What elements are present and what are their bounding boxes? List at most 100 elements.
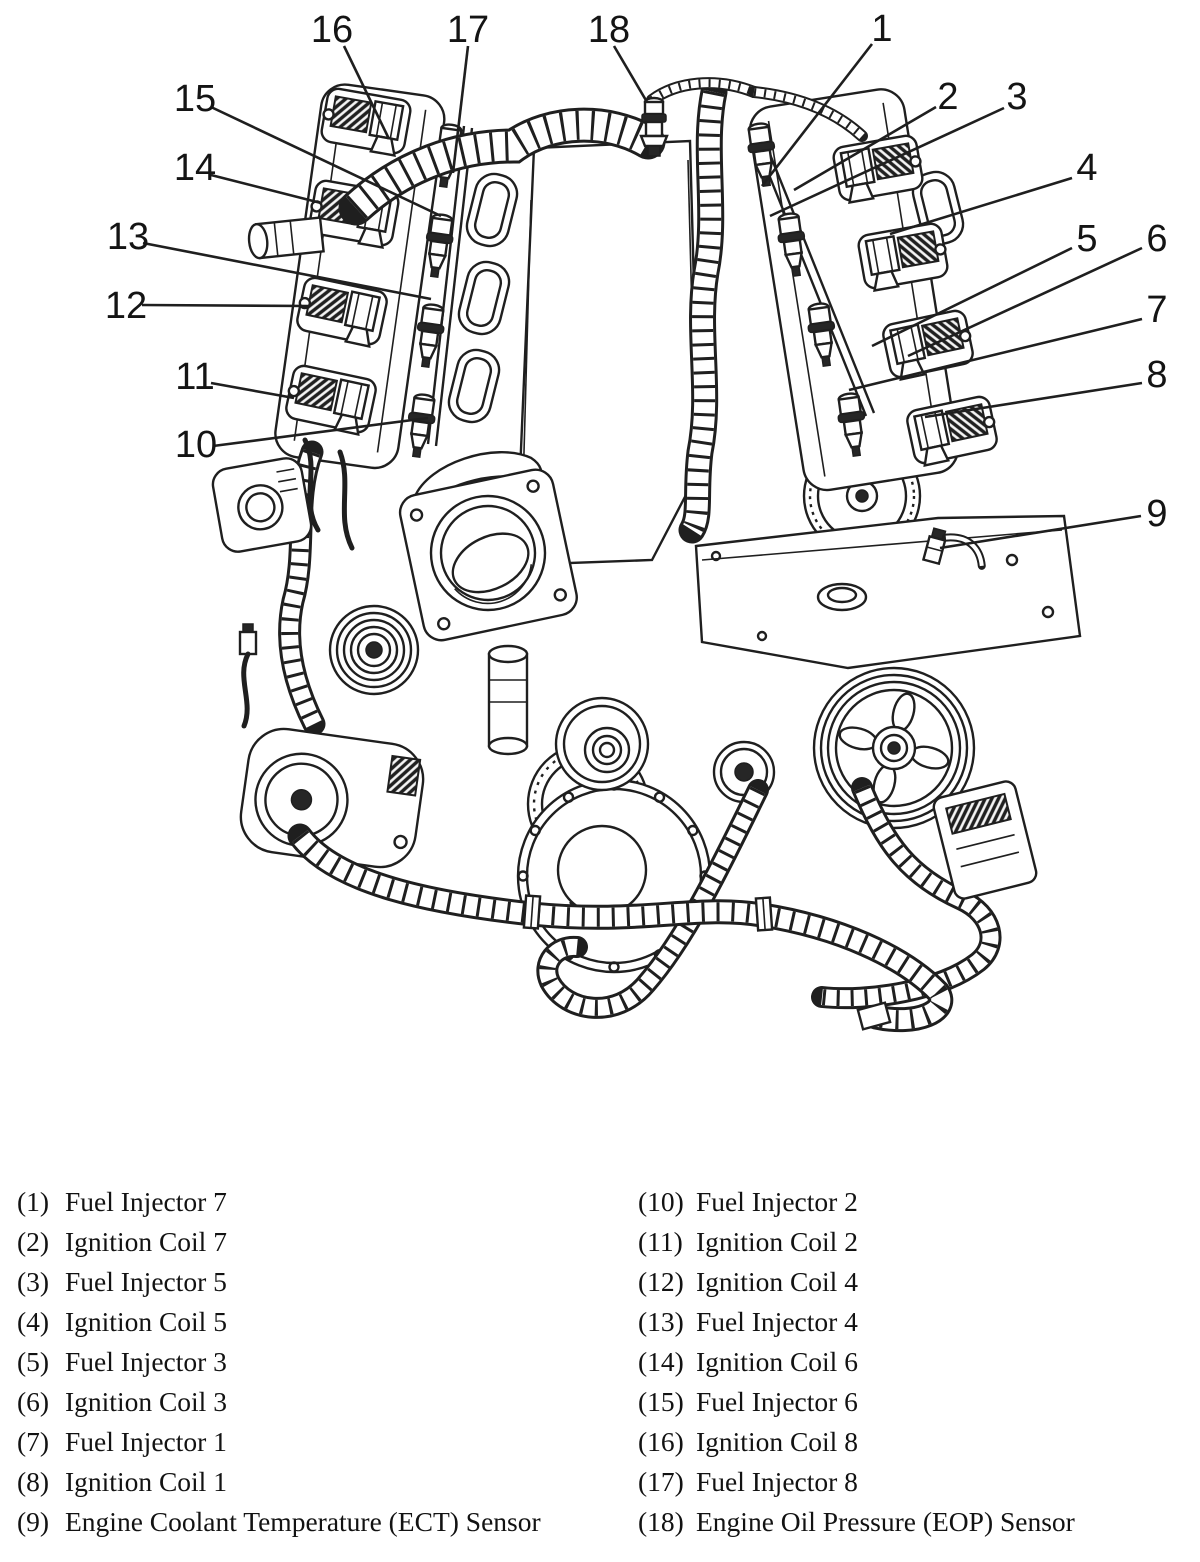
leader-line-7: [848, 317, 1143, 392]
legend-label: Fuel Injector 1: [65, 1426, 227, 1457]
leader-line-4: [889, 176, 1073, 236]
legend-item-4: (4)Ignition Coil 5: [17, 1306, 621, 1346]
legend-item-11: (11)Ignition Coil 2: [638, 1226, 1198, 1266]
legend-label: Fuel Injector 3: [65, 1346, 227, 1377]
valve-cover-gasket: [461, 168, 523, 252]
engine-diagram-figure: 1 2 3 4 5 6 7 8 9 10 11 12 13 14 15 16 1…: [105, 8, 1168, 1160]
legend-item-8: (8)Ignition Coil 1: [17, 1466, 621, 1506]
callout-number-12: 12: [105, 285, 147, 327]
legend-label: Ignition Coil 5: [65, 1306, 227, 1337]
legend-number: (2): [17, 1226, 50, 1257]
legend-item-14: (14) Ignition Coil 6: [638, 1346, 1198, 1386]
leader-line-16: [342, 45, 391, 140]
legend-label: Ignition Coil 6: [696, 1346, 858, 1377]
front-bracket-plate: [694, 514, 1082, 670]
legend-number: (17): [638, 1466, 684, 1497]
callout-number-11: 11: [175, 356, 214, 398]
left-pulley: [328, 604, 420, 696]
callout-number-7: 7: [1146, 289, 1167, 331]
legend-item-7: (7) Fuel Injector 1: [17, 1426, 621, 1466]
legend-item-15: (15)Fuel Injector 6: [638, 1386, 1198, 1426]
callout-number-15: 15: [174, 78, 216, 120]
legend-number: (12): [638, 1266, 684, 1297]
legend-number: (13): [638, 1306, 684, 1337]
legend-item-13: (13) Fuel Injector 4: [638, 1306, 1198, 1346]
legend-label: Fuel Injector 7: [65, 1186, 227, 1217]
leader-line-8: [924, 381, 1143, 419]
callout-number-16: 16: [311, 9, 353, 51]
leader-line-9: [939, 514, 1142, 550]
harness-module: [932, 780, 1038, 900]
callout-number-18: 18: [588, 9, 630, 51]
legend-label: Ignition Coil 3: [65, 1386, 227, 1417]
legend-label: Engine Coolant Temperature (ECT) Sensor: [65, 1506, 541, 1537]
callout-number-13: 13: [107, 216, 149, 258]
legend-number: (3): [17, 1266, 50, 1297]
legend-label: Fuel Injector 4: [696, 1306, 858, 1337]
engine-drawing: [211, 81, 1082, 1029]
legend-number: (6): [17, 1386, 50, 1417]
callout-number-1: 1: [871, 8, 892, 50]
valve-cover-gasket: [443, 344, 505, 428]
leader-line-10: [212, 416, 429, 448]
leader-line-15: [210, 105, 442, 218]
callout-number-9: 9: [1146, 493, 1167, 535]
leader-line-6: [907, 246, 1143, 358]
legend-item-16: (16) Ignition Coil 8: [638, 1426, 1198, 1466]
legend-item-3: (3) Fuel Injector 5: [17, 1266, 621, 1306]
harness-connector: [238, 623, 258, 729]
leader-line-3: [769, 106, 1005, 218]
water-outlet: [487, 644, 529, 756]
legend-label: Ignition Coil 7: [65, 1226, 227, 1257]
right-fuel-rail: [753, 136, 876, 417]
leader-line-5: [871, 246, 1073, 348]
legend-item-1: (1)Fuel Injector 7: [17, 1186, 621, 1226]
callout-number-2: 2: [937, 76, 958, 118]
leader-line-18: [612, 45, 649, 103]
eop-sensor: [639, 96, 669, 157]
legend: (1)Fuel Injector 7 (2) Ignition Coil 7 (3…: [0, 1186, 1200, 1562]
fuel-injector-2: [402, 391, 440, 460]
callout-leader-lines: [141, 43, 1143, 550]
leader-line-1: [760, 43, 874, 187]
callout-number-14: 14: [174, 147, 216, 189]
leader-line-11: [210, 381, 295, 400]
leader-line-17: [451, 45, 470, 174]
legend-column-left: (1)Fuel Injector 7 (2) Ignition Coil 7 (3…: [17, 1186, 621, 1546]
leader-line-14: [210, 173, 322, 205]
leader-line-2: [793, 105, 937, 192]
leader-line-13: [142, 241, 432, 301]
legend-number: (8): [17, 1466, 50, 1497]
wiring-harness: [300, 788, 991, 1029]
legend-number: (11): [638, 1226, 683, 1257]
legend-item-17: (17)Fuel Injector 8: [638, 1466, 1198, 1506]
water-pump-hub: [554, 696, 650, 792]
legend-number: (14): [638, 1346, 684, 1377]
callout-number-3: 3: [1006, 76, 1027, 118]
legend-item-9: (9) Engine Coolant Temperature (ECT) Sens…: [17, 1506, 621, 1546]
left-bracket: [211, 457, 313, 553]
legend-number: (9): [17, 1506, 50, 1537]
small-hose: [337, 449, 355, 551]
small-hose: [302, 437, 321, 533]
legend-label: Ignition Coil 8: [696, 1426, 858, 1457]
legend-number: (16): [638, 1426, 684, 1457]
callout-number-5: 5: [1076, 218, 1097, 260]
legend-item-6: (6) Ignition Coil 3: [17, 1386, 621, 1426]
leader-line-12: [141, 303, 310, 308]
callout-number-8: 8: [1146, 354, 1167, 396]
legend-item-12: (12) Ignition Coil 4: [638, 1266, 1198, 1306]
legend-item-10: (10)Fuel Injector 2: [638, 1186, 1198, 1226]
legend-label: Fuel Injector 5: [65, 1266, 227, 1297]
callout-number-6: 6: [1146, 218, 1167, 260]
legend-item-2: (2) Ignition Coil 7: [17, 1226, 621, 1266]
legend-label: Ignition Coil 4: [696, 1266, 858, 1297]
legend-item-5: (5)Fuel Injector 3: [17, 1346, 621, 1386]
legend-number: (15): [638, 1386, 684, 1417]
left-fuel-rail: [426, 125, 474, 447]
legend-label: Engine Oil Pressure (EOP) Sensor: [696, 1506, 1075, 1537]
legend-number: (10): [638, 1186, 684, 1217]
engine-illustration-svg: 1 2 3 4 5 6 7 8 9 10 11 12 13 14 15 16 1…: [105, 8, 1168, 1160]
legend-number: (7): [17, 1426, 50, 1457]
